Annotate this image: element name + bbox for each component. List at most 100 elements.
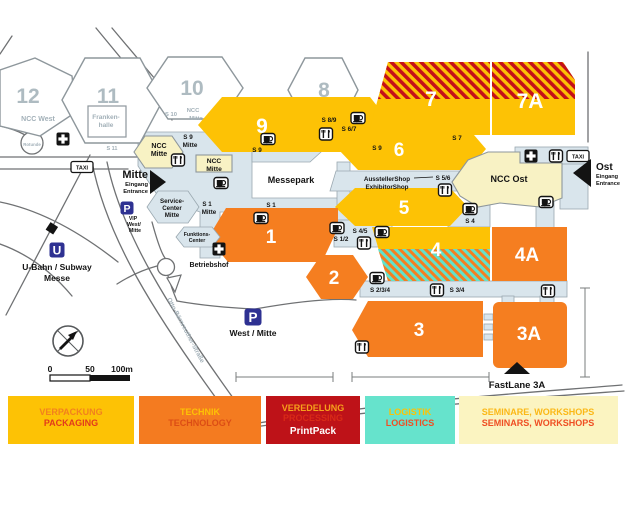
service-center-label: Center	[162, 205, 182, 212]
cafe-icon	[538, 195, 554, 209]
service-center-label: Mitte	[165, 212, 180, 219]
entrance-ost-sub: Entrance	[596, 181, 620, 187]
road	[116, 265, 158, 285]
restaurant-icon	[318, 127, 334, 141]
s56-label: S 5/6	[436, 175, 451, 182]
frankenhalle-label: Franken-	[92, 114, 119, 121]
legend-processing-en: PROCESSING	[283, 413, 343, 423]
exhibitor-shop-label: ExhibitorShop	[365, 184, 408, 191]
s34-label: S 3/4	[450, 287, 465, 294]
ncc-mitte-gray-label: Mitte	[189, 116, 203, 122]
hall-2-shape	[306, 255, 368, 299]
hall-6-shape	[338, 128, 486, 170]
s1-mitte-label: Mitte	[202, 209, 217, 216]
entrance-ost-title: Ost	[596, 162, 613, 173]
cafe-icon	[213, 176, 229, 190]
parking-west-mitte-label: West / Mitte	[229, 328, 276, 338]
road-wedge	[166, 274, 182, 294]
vip-parking-label: West/	[127, 222, 141, 228]
taxi-icon: TAXI	[70, 160, 94, 174]
parking-icon-label: P	[248, 310, 257, 325]
hall-3a-shape	[493, 302, 567, 368]
legend-logistics-en: LOGISTICS	[386, 418, 435, 428]
shop-pointer-line	[413, 176, 434, 179]
first-aid-icon	[212, 242, 226, 256]
hall-5-label: 5	[399, 198, 410, 219]
legend-technology-de: TECHNIK	[180, 407, 220, 417]
fastlane-label: FastLane 3A	[489, 380, 546, 391]
hall-9-shape	[198, 97, 392, 152]
vip-parking-label: VIP	[129, 216, 138, 222]
hall-3a-label: 3A	[517, 324, 542, 345]
taxi-icon-frame	[70, 160, 94, 174]
ncc-buildings	[133, 135, 563, 248]
restaurant-icon	[540, 284, 556, 298]
compass-needle	[59, 335, 74, 350]
roundabout	[156, 257, 176, 277]
funktions-center-hexagon	[175, 226, 221, 248]
first-aid-icon	[56, 132, 70, 146]
hall-6-label: 6	[394, 140, 405, 161]
legend-printpack: PrintPack	[290, 426, 337, 437]
ncc-ost-label: NCC Ost	[490, 174, 527, 184]
legend-seminars-de: SEMINARE, WORKSHOPS	[482, 407, 595, 417]
road	[0, 35, 13, 55]
s11-label: S 11	[106, 146, 117, 152]
ncc-west-label: NCC West	[21, 116, 55, 123]
rotunde-label: Rotunde	[23, 142, 41, 147]
scale-0-label: 0	[48, 364, 53, 374]
parking-icon-label: P	[123, 203, 130, 215]
hall-2-label: 2	[329, 268, 340, 289]
s4-label: S 4	[465, 218, 475, 225]
frankenhalle-shape	[87, 105, 127, 138]
hall-7-hatch	[378, 62, 490, 99]
walkway-bridge	[483, 313, 494, 321]
cafe-icon	[462, 202, 478, 216]
s10-label: S 10	[165, 112, 177, 118]
ncc-mitte-hexagon	[133, 135, 184, 169]
s7-label: S 7	[452, 135, 462, 142]
legend-logistics-de: LOGISTIK	[389, 407, 432, 417]
cafe-icon	[253, 211, 269, 225]
hall-9-label: 9	[256, 115, 268, 138]
frankenhalle-label: halle	[99, 122, 114, 129]
road	[0, 201, 119, 263]
ncc-mitte-gray-label: NCC	[187, 108, 200, 114]
legend-processing-box	[266, 396, 360, 444]
hall-3-shape	[352, 301, 483, 357]
s1-label: S 1	[266, 202, 276, 209]
legend-packaging-en: PACKAGING	[44, 418, 98, 428]
service-center-hexagon	[146, 190, 200, 224]
entrance-mitte-title: Mitte	[122, 169, 148, 181]
taxi-icon: TAXI	[566, 149, 590, 163]
legend-logistics-box	[365, 396, 455, 444]
service-center-label: Service-	[160, 198, 184, 205]
hall-3-label: 3	[414, 320, 425, 341]
map-icons: TAXI TAXI P P U	[45, 111, 591, 374]
entrance-mitte-sub: Entrance	[123, 189, 149, 195]
s1-mitte-label: S 1	[202, 201, 212, 208]
entrance-ost-arrow	[573, 159, 591, 187]
road	[0, 243, 73, 297]
parking-icon-frame	[120, 201, 134, 215]
subway-icon-frame	[49, 242, 65, 258]
subway-line	[5, 154, 91, 316]
s9-label: S 9	[252, 147, 262, 154]
ubahn-messe-label: Messe	[44, 273, 70, 283]
scale-100-label: 100m	[111, 364, 133, 374]
fastlane-arrow	[504, 362, 530, 374]
legend-technology-en: TECHNOLOGY	[168, 418, 232, 428]
s12-label: S 1/2	[334, 236, 349, 243]
funktions-center-label: Center	[189, 238, 205, 244]
ncc-mitte-rect-label: Mitte	[206, 166, 222, 173]
hall-11-label: 11	[97, 85, 120, 108]
hall-4a-shape	[492, 227, 567, 281]
road	[254, 298, 357, 310]
hall-7a-hatch	[492, 62, 575, 99]
ubahn-label: U-Bahn / Subway	[22, 262, 92, 272]
compass	[52, 325, 84, 357]
legend-packaging-de: VERPACKUNG	[39, 407, 102, 417]
taxi-icon-frame	[566, 149, 590, 163]
hall-1-shape	[208, 208, 338, 262]
